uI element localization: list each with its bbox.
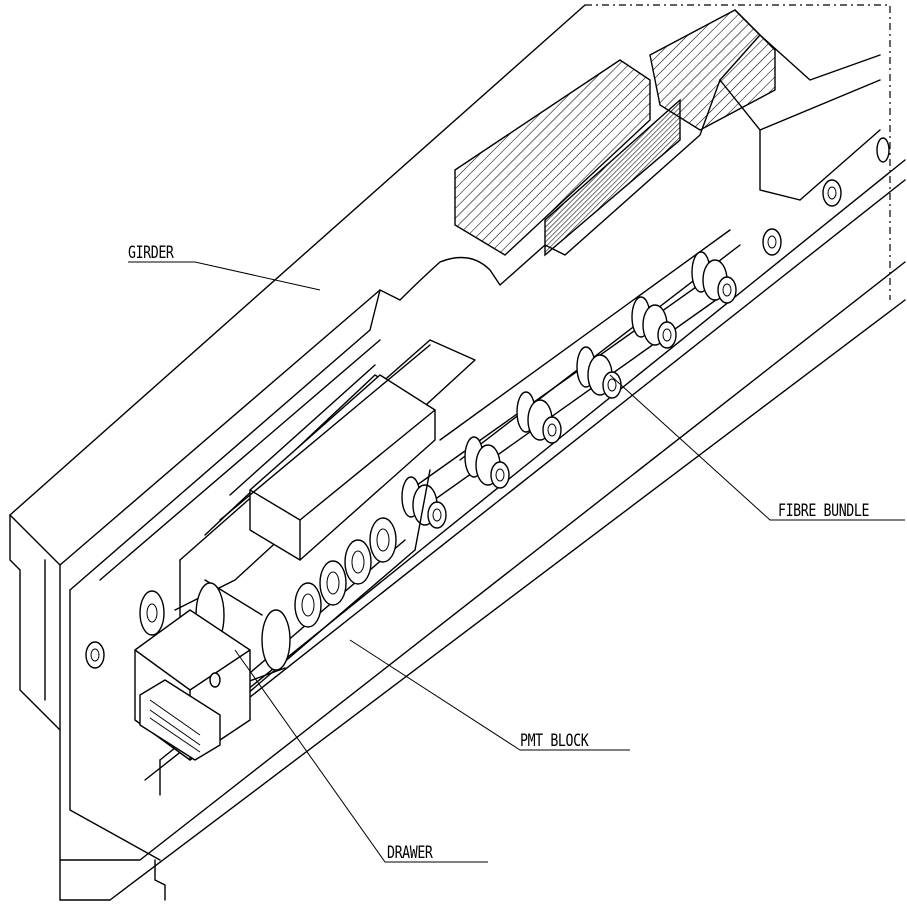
label-drawer: DRAWER <box>387 842 434 862</box>
fibre-connector <box>576 346 622 399</box>
fibre-connector <box>464 436 510 489</box>
fibre-connector <box>401 476 447 529</box>
drawer-front-block <box>134 590 251 761</box>
fibre-bundle-rods <box>409 229 741 511</box>
label-fibre-bundle: FIBRE BUNDLE <box>778 500 869 520</box>
fibre-connectors <box>401 251 737 529</box>
top-structure <box>454 4 891 300</box>
hatched-section-left <box>454 59 651 256</box>
girder-bolts <box>85 137 890 669</box>
fibre-connector <box>631 296 677 349</box>
pmt-ring <box>344 539 372 585</box>
label-girder: GIRDER <box>128 242 175 262</box>
label-pmt-block: PMT BLOCK <box>520 730 589 750</box>
hatched-section-dense <box>544 98 681 257</box>
pmt-ring <box>294 582 322 628</box>
leaders <box>128 261 905 863</box>
pmt-ring <box>319 560 347 606</box>
pmt-ring <box>369 517 397 563</box>
pmt-rings <box>294 517 397 628</box>
girder-body <box>9 4 906 901</box>
fibre-connector <box>691 251 737 304</box>
fibre-connector <box>516 391 562 444</box>
